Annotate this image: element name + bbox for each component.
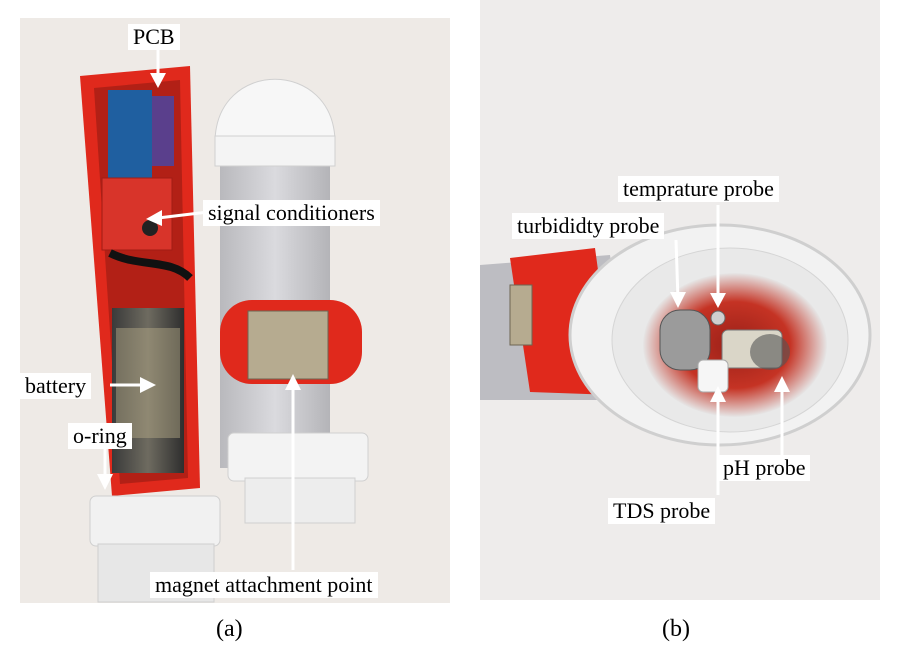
label-ph-probe: pH probe xyxy=(718,455,811,481)
arduino-board xyxy=(108,90,152,180)
label-magnet-attachment-point: magnet attachment point xyxy=(150,572,378,598)
photo-b-illustration xyxy=(480,205,872,495)
caption-a: (a) xyxy=(216,616,243,642)
label-turbidity-probe: turbididty probe xyxy=(512,213,665,239)
label-pcb: PCB xyxy=(128,24,180,50)
label-o-ring: o-ring xyxy=(68,423,132,449)
turbidity-probe-body xyxy=(659,309,711,371)
photo-panel-a: PCB signal conditioners battery o-ring m… xyxy=(20,18,450,603)
photo-a-illustration xyxy=(80,50,369,603)
label-signal-conditioners: signal conditioners xyxy=(203,200,380,226)
magnet-plate xyxy=(247,310,329,380)
label-temperature-probe: temprature probe xyxy=(618,176,779,202)
caption-b: (b) xyxy=(662,616,690,642)
label-tds-probe: TDS probe xyxy=(608,498,716,524)
tds-probe-body xyxy=(697,359,729,393)
bottom-cap xyxy=(89,495,221,547)
photo-panel-b: temprature probe turbididty probe pH pro… xyxy=(480,0,880,600)
temperature-probe-tip xyxy=(710,310,726,326)
label-battery: battery xyxy=(20,373,92,399)
